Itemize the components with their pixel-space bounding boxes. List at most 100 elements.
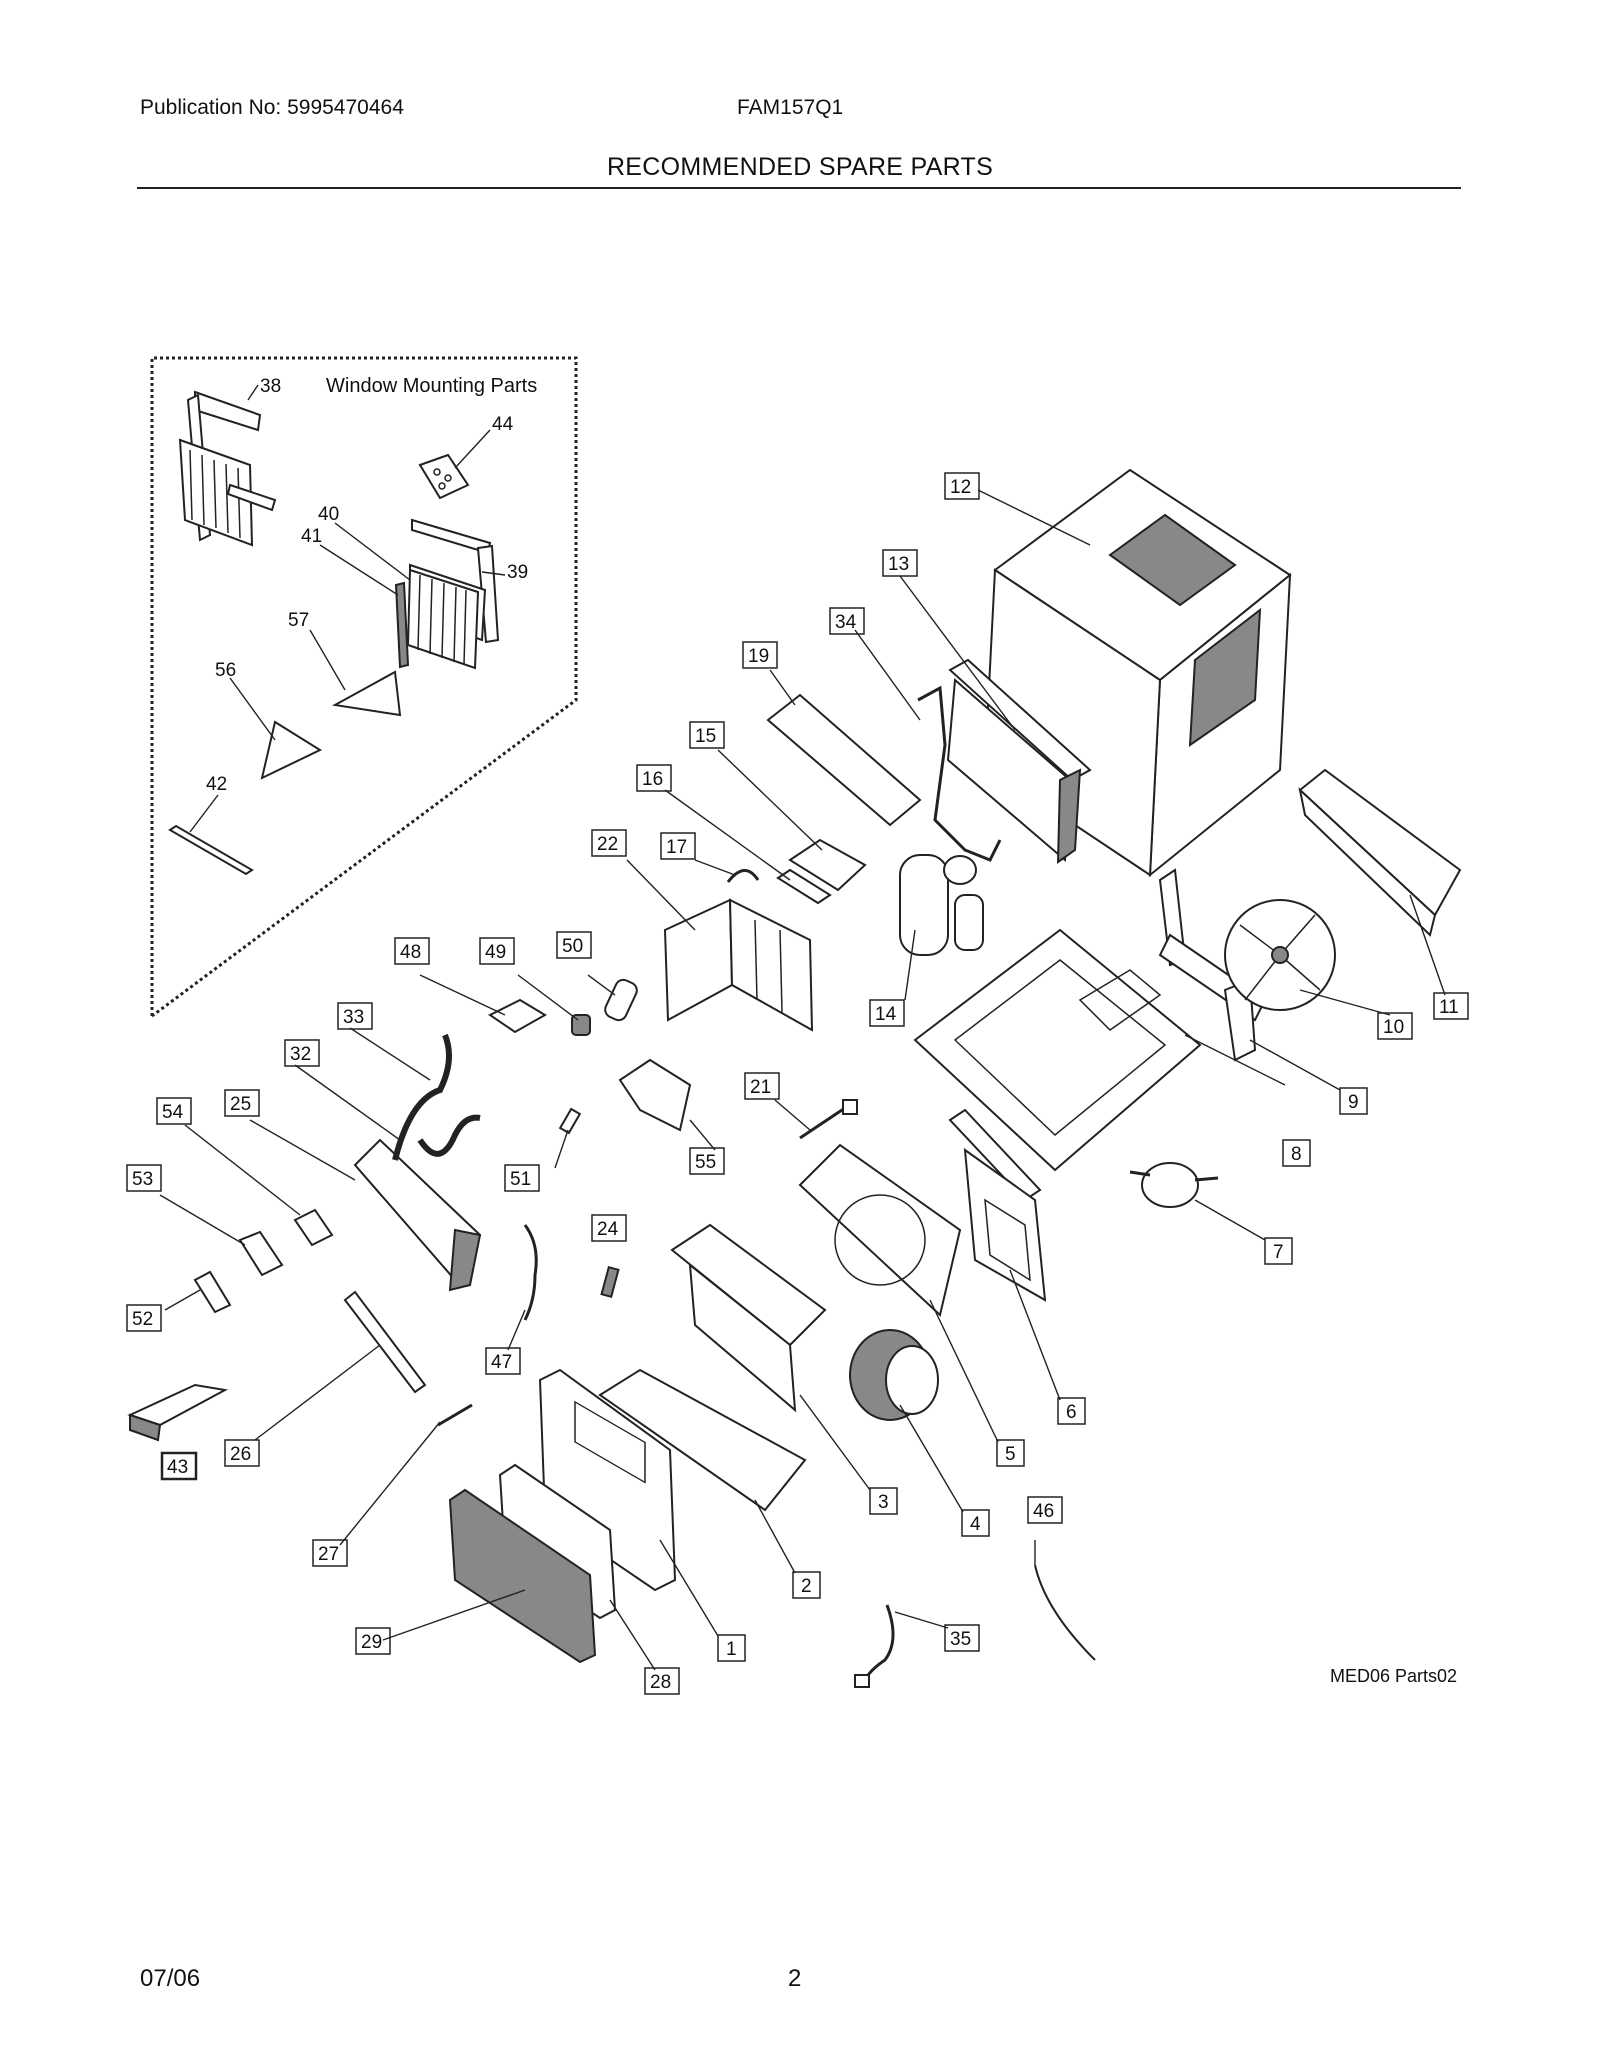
part-14-compressor [899, 854, 984, 956]
callout-33: 33 [337, 1002, 373, 1030]
svg-text:54: 54 [162, 1102, 184, 1123]
svg-text:35: 35 [950, 1629, 971, 1650]
svg-text:6: 6 [1066, 1402, 1077, 1423]
part-48-pcb [488, 998, 547, 1034]
svg-text:14: 14 [875, 1004, 897, 1025]
part-32-33-tubing [392, 1033, 481, 1161]
part-29-front-panel [448, 1488, 597, 1664]
svg-text:19: 19 [748, 646, 769, 667]
part-43-remote [127, 1383, 229, 1442]
part-52-label [193, 1270, 232, 1314]
callout-11: 11 [1433, 992, 1469, 1020]
part-50-capacitor [604, 978, 638, 1022]
callout-19: 19 [742, 641, 778, 669]
part-54-board [293, 1208, 334, 1247]
callout-27: 27 [312, 1539, 348, 1567]
svg-text:32: 32 [290, 1044, 311, 1065]
svg-text:17: 17 [666, 837, 687, 858]
page-title: RECOMMENDED SPARE PARTS [606, 153, 994, 181]
callout-3: 3 [869, 1487, 898, 1515]
svg-text:50: 50 [562, 936, 583, 957]
main-unit-parts [127, 468, 1462, 1688]
part-10-condenser-fan [1224, 899, 1336, 1011]
svg-text:7: 7 [1273, 1242, 1284, 1263]
callout-57: 57 [288, 610, 309, 631]
callout-52: 52 [126, 1304, 162, 1332]
svg-text:12: 12 [950, 477, 971, 498]
callout-7: 7 [1264, 1237, 1293, 1265]
callout-43: 43 [160, 1451, 198, 1481]
callout-26: 26 [224, 1439, 260, 1467]
callout-9: 9 [1339, 1087, 1368, 1115]
svg-text:1: 1 [726, 1639, 737, 1660]
svg-text:26: 26 [230, 1444, 251, 1465]
callout-46: 46 [1027, 1496, 1063, 1524]
callout-21: 21 [744, 1072, 780, 1100]
diagram-code: MED06 Parts02 [1330, 1666, 1457, 1686]
part-12-cabinet [983, 468, 1292, 878]
footer-date: 07/06 [140, 1965, 201, 1992]
svg-text:21: 21 [750, 1077, 771, 1098]
part-56-bracket [260, 720, 323, 780]
svg-text:8: 8 [1291, 1144, 1302, 1165]
svg-text:46: 46 [1033, 1501, 1054, 1522]
callout-6: 6 [1057, 1397, 1086, 1425]
svg-text:4: 4 [970, 1514, 981, 1535]
callout-48: 48 [394, 937, 430, 965]
part-15-box [788, 838, 867, 892]
part-47-drain-tube [523, 1224, 538, 1321]
svg-text:10: 10 [1383, 1017, 1404, 1038]
callout-22: 22 [591, 829, 627, 857]
callout-55: 55 [689, 1147, 725, 1175]
window-mounting-inset: Window Mounting Parts [150, 356, 578, 1018]
part-11-shroud [1298, 768, 1462, 937]
part-13-condenser-coil [946, 658, 1092, 864]
part-38-side-curtain [178, 390, 277, 547]
part-35-power-cord [863, 1604, 895, 1681]
plain-callouts: 38 39 40 41 42 44 56 57 [206, 376, 528, 795]
part-57-bracket [331, 670, 402, 717]
svg-text:3: 3 [878, 1492, 889, 1513]
svg-text:5: 5 [1005, 1444, 1016, 1465]
part-16-capacitor [776, 868, 832, 905]
callout-54: 54 [156, 1097, 192, 1125]
callout-12: 12 [944, 472, 980, 500]
part-27-stem [437, 1403, 473, 1427]
svg-text:52: 52 [132, 1309, 153, 1330]
callout-1: 1 [717, 1634, 746, 1662]
svg-text:49: 49 [485, 942, 506, 963]
svg-text:47: 47 [491, 1352, 512, 1373]
part-53-display [238, 1230, 284, 1277]
svg-text:43: 43 [167, 1457, 188, 1478]
svg-text:15: 15 [695, 726, 716, 747]
svg-text:13: 13 [888, 554, 909, 575]
svg-text:53: 53 [132, 1169, 153, 1190]
callout-24: 24 [591, 1214, 627, 1242]
callout-40: 40 [318, 504, 339, 525]
svg-text:48: 48 [400, 942, 421, 963]
callout-41: 41 [301, 526, 322, 547]
svg-text:28: 28 [650, 1672, 671, 1693]
svg-text:25: 25 [230, 1094, 251, 1115]
svg-text:34: 34 [835, 612, 857, 633]
header-rule [137, 187, 1461, 189]
callout-32: 32 [284, 1039, 320, 1067]
part-7-fan-motor [1129, 1162, 1219, 1208]
part-19-cover [766, 693, 922, 827]
page-number: 2 [788, 1965, 802, 1992]
part-8-base-pan [913, 928, 1202, 1172]
svg-text:22: 22 [597, 834, 618, 855]
callout-5: 5 [996, 1439, 1025, 1467]
callout-17: 17 [660, 832, 696, 860]
part-3-evaporator-housing [670, 1223, 827, 1413]
callout-13: 13 [882, 549, 918, 577]
part-34-tube [917, 685, 1002, 862]
part-2-drain-pan [598, 1368, 807, 1512]
callout-4: 4 [961, 1509, 990, 1537]
part-55-box [618, 1058, 692, 1132]
callout-28: 28 [644, 1667, 680, 1695]
callout-56: 56 [215, 660, 236, 681]
svg-text:29: 29 [361, 1632, 382, 1653]
boxed-callouts: 1 2 3 4 5 6 7 8 9 10 11 12 13 14 15 16 1… [126, 472, 1469, 1695]
